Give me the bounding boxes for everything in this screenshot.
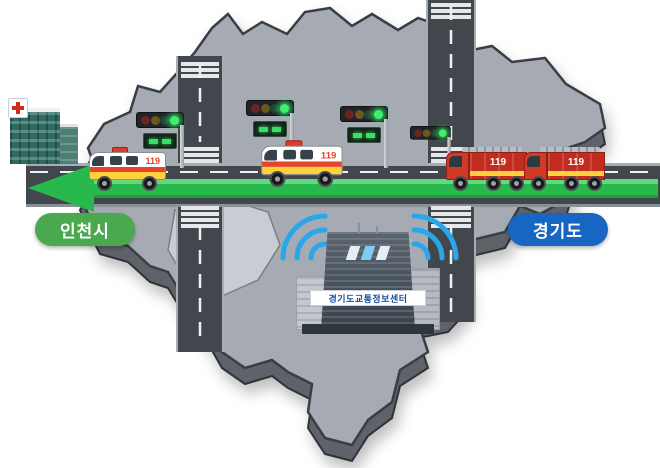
side-window [110,156,122,165]
wheel-icon [509,176,524,191]
crosswalk-left-north [181,147,219,163]
emergency-stripe [262,161,342,167]
signal-lamp-red [251,103,260,113]
gyeonggi-badge: 경기도 [508,213,608,246]
signal-lamp-off [160,115,170,125]
signal-lamp-off [430,128,439,137]
building-wing-left [296,276,326,330]
wheel-icon [453,176,468,191]
signal-display [253,121,287,137]
signal-lamp-yellow [150,115,160,125]
crosswalk-right-south [431,206,471,228]
ambulance-body: 119 [89,152,166,180]
emergency-stripe [90,167,165,172]
signal-pole [447,137,451,167]
signal-lamp-yellow [422,128,431,137]
vehicle-number: 119 [489,157,507,168]
signal-head [246,100,294,116]
signal-display [347,127,381,143]
windshield [527,156,540,167]
vehicle-number: 119 [145,156,160,166]
wifi-waves-right-icon [411,213,459,261]
wheel-icon [531,176,546,191]
antenna-icon [358,223,360,233]
side-window [283,149,297,160]
signal-lamp-green [373,109,383,119]
center-name-sign: 경기도교통정보센터 [310,290,426,306]
crosswalk-left-top [181,62,219,78]
ambulance: 119 [88,146,168,192]
building-base [302,324,434,334]
side-window [126,156,138,165]
wheel-icon [587,176,602,191]
traffic-signal [136,112,186,168]
signal-lamp-red [414,128,422,137]
green-wave-arrow [28,164,94,212]
hospital-wing [60,124,78,164]
signal-head [136,112,184,128]
signal-display [143,133,177,149]
signal-lamp-yellow [260,103,270,113]
wheel-icon [142,176,157,191]
truck-body: 119 [469,152,527,180]
hospital-tower [10,108,60,164]
vehicle-number: 119 [320,149,337,161]
signal-pole [384,119,388,168]
signal-lamp-red [141,115,150,125]
fire-ladder-icon [462,147,522,152]
windshield [264,149,277,161]
windshield [449,156,462,167]
ambulance: 119 [260,139,345,188]
side-window [300,149,313,160]
fire-truck: 119 [446,144,528,192]
wifi-waves-left-icon [280,213,328,261]
red-cross-icon [8,98,28,118]
wheel-icon [97,176,112,191]
wheel-icon [317,171,334,187]
crosswalk-left-south [181,206,219,228]
vehicle-number: 119 [567,157,585,168]
signal-head [410,126,451,140]
incheon-badge: 인천시 [35,213,135,246]
reflective-stripe [470,171,526,176]
signal-lamp-off [364,109,374,119]
signal-pole [180,125,184,168]
signal-lamp-off [270,103,280,113]
antenna-icon [376,226,378,233]
signal-lamp-green [438,128,447,137]
windshield [92,156,104,166]
center-logo-icon [340,244,396,262]
wheel-icon [564,176,579,191]
traffic-signal [410,126,453,167]
reflective-stripe [548,171,604,176]
signal-lamp-yellow [354,109,364,119]
signal-lamp-green [169,115,179,125]
signal-lamp-green [279,103,289,113]
ambulance-body: 119 [261,145,343,176]
traffic-signal [340,106,390,168]
signal-lamp-red [345,109,354,119]
wheel-icon [486,176,501,191]
hospital-building [8,98,80,164]
signal-head [340,106,388,122]
truck-body: 119 [547,152,605,180]
crosswalk-right-top [431,3,471,19]
wheel-icon [269,171,286,187]
fire-truck: 119 [524,144,606,192]
fire-ladder-icon [540,147,600,152]
traffic-info-center-building: 경기도교통정보센터 [296,223,440,334]
